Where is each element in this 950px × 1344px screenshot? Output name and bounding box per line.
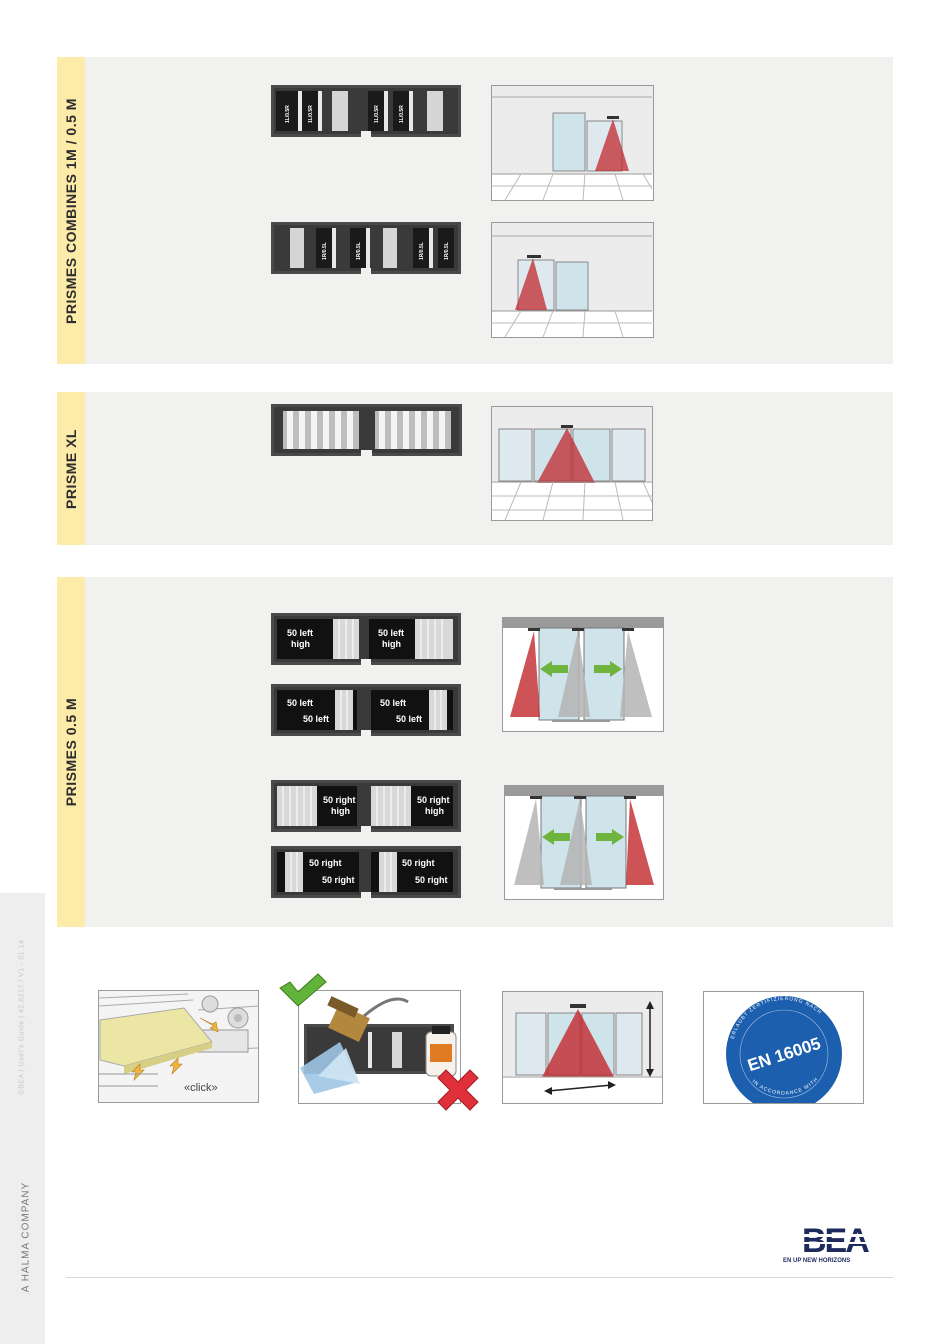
- prism-label: 1R/0.5L: [419, 242, 425, 260]
- click-label: «click»: [184, 1082, 218, 1094]
- prism-label: 50 left: [378, 628, 404, 638]
- section-combined: PRISMES COMBINES 1M / 0.5 M: [57, 57, 893, 364]
- prism-label: 1R/0.5L: [322, 242, 328, 260]
- logo-text: BEA: [802, 1222, 869, 1260]
- prism-50-left-high: 50 left high 50 left high: [271, 613, 461, 665]
- sidebar: ©BEA | User's Guide | 42.8217 / V1 - 01.…: [0, 893, 45, 1344]
- prism-label: 50 left: [287, 698, 313, 708]
- section-xl: PRISME XL: [57, 392, 893, 545]
- prism-label: high: [425, 806, 444, 816]
- section-tab: PRISMES COMBINES 1M / 0.5 M: [57, 57, 85, 364]
- prism-label: 50 left: [380, 698, 406, 708]
- detection-illustration-left: [502, 617, 664, 732]
- mounting-illustration: «click»: [98, 990, 259, 1103]
- prism-label: 50 right: [417, 795, 450, 805]
- section-title: PRISMES COMBINES 1M / 0.5 M: [63, 97, 79, 324]
- prism-50-left: 50 left 50 left 50 left 50 left: [271, 684, 461, 736]
- prism-label: 1R/0.5L: [444, 242, 450, 260]
- door-illustration-center: [491, 406, 653, 521]
- section-title: PRISMES 0.5 M: [63, 697, 79, 807]
- logo-tagline: EN UP NEW HORIZONS: [783, 1258, 851, 1264]
- prism-label: 50 right: [309, 858, 342, 868]
- detection-illustration-right: [504, 785, 664, 900]
- footer-divider: [66, 1277, 893, 1278]
- halma-company-label: A HALMA COMPANY: [20, 1181, 32, 1293]
- prism-combined-bottom: 1R/0.5L 1R/0.5L 1R/0.5L 1R/0.5L: [271, 222, 461, 274]
- certification-illustration: ERLAUBT ZERTIFIZIERUNG NACH IN ACCORDANC…: [703, 991, 864, 1104]
- section-tab: PRISME XL: [57, 392, 85, 545]
- prism-label: 50 right: [402, 858, 435, 868]
- prism-combined-top: 1L/0.5R 1L/0.5R 1L/0.5R 1L/0.5R: [271, 85, 461, 137]
- prism-label: 50 left: [287, 628, 313, 638]
- door-illustration-left: [491, 222, 654, 338]
- section-title: PRISME XL: [63, 428, 79, 509]
- cleaning-instructions-illustration: [279, 973, 479, 1111]
- prism-label: 1L/0.5R: [399, 105, 405, 123]
- prism-50-right-high: 50 right high 50 right high: [271, 780, 461, 832]
- prism-label: 50 left: [303, 714, 329, 724]
- prism-label: 50 right: [415, 875, 448, 885]
- prism-label: 50 right: [322, 875, 355, 885]
- prism-label: high: [382, 639, 401, 649]
- door-illustration-right: [491, 85, 654, 201]
- prism-label: 1R/0.5L: [356, 242, 362, 260]
- bea-logo: BEA: [800, 1222, 886, 1260]
- prism-label: 1L/0.5R: [374, 105, 380, 123]
- section-half: PRISMES 0.5 M: [57, 577, 893, 927]
- dimensions-illustration: [502, 991, 663, 1104]
- prism-label: high: [331, 806, 350, 816]
- prism-label: 1L/0.5R: [308, 105, 314, 123]
- prism-label: 1L/0.5R: [285, 105, 291, 123]
- guide-reference: ©BEA | User's Guide | 42.8217 / V1 - 01.…: [18, 939, 26, 1095]
- prism-label: 50 right: [323, 795, 356, 805]
- prism-50-right: 50 right 50 right 50 right 50 right: [271, 846, 461, 898]
- section-tab: PRISMES 0.5 M: [57, 577, 85, 927]
- prism-xl: [271, 404, 462, 456]
- prism-label: 50 left: [396, 714, 422, 724]
- prism-label: high: [291, 639, 310, 649]
